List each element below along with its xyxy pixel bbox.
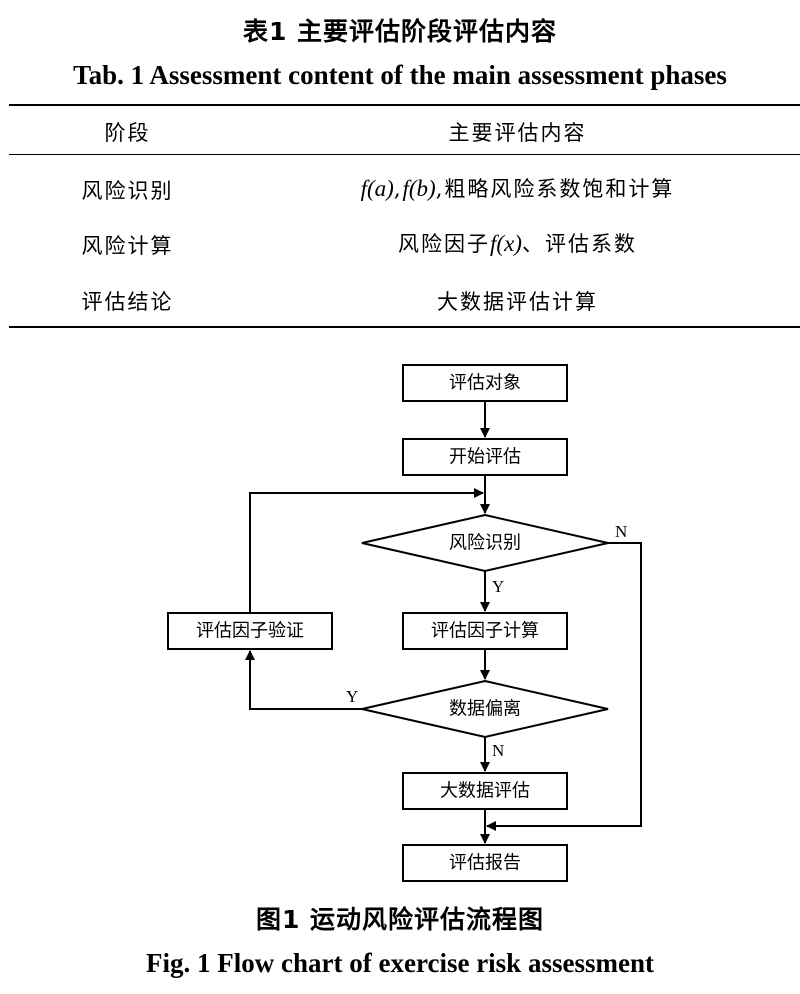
node-assessment-object: 评估对象 [402, 364, 568, 402]
node-label: 风险识别 [449, 533, 521, 554]
table-cell-content: 大数据评估计算 [437, 290, 598, 314]
content-text: 、评估系数 [521, 232, 637, 256]
math-fa: f(a) [360, 176, 394, 201]
table-header-phase: 阶段 [104, 121, 151, 145]
table-bottom-rule [9, 326, 800, 328]
table-header-content: 主要评估内容 [448, 121, 587, 145]
math-fb: f(b) [402, 176, 436, 201]
content-text: 风险因子 [398, 232, 491, 256]
edge-deviation-yes [245, 650, 362, 710]
math-fx: f(x) [490, 231, 522, 256]
node-assessment-report: 评估报告 [402, 844, 568, 882]
node-label: 开始评估 [449, 447, 521, 468]
node-factor-calculation: 评估因子计算 [402, 612, 568, 650]
table-cell-content: 风险因子f(x)、评估系数 [235, 228, 800, 258]
content-sep: , [393, 177, 403, 201]
content-text: ,粗略风险系数饱和计算 [435, 177, 675, 201]
node-data-deviation: 数据偏离 [361, 679, 609, 739]
node-bigdata-assessment: 大数据评估 [402, 772, 568, 810]
table-caption-cn: 表1 主要评估阶段评估内容 [242, 17, 558, 46]
table-cell-content: f(a),f(b),粗略风险系数饱和计算 [235, 173, 800, 203]
node-start-assessment: 开始评估 [402, 438, 568, 476]
table-cell-phase: 风险识别 [81, 179, 174, 203]
table-cell-phase: 评估结论 [81, 290, 174, 314]
label-risk-yes: Y [492, 577, 504, 596]
node-label: 数据偏离 [449, 699, 521, 720]
table-caption-en: Tab. 1 Assessment content of the main as… [73, 60, 727, 90]
label-deviation-yes: Y [346, 687, 358, 706]
node-risk-identification: 风险识别 [361, 513, 609, 573]
node-factor-verification: 评估因子验证 [167, 612, 333, 650]
figure-caption-en: Fig. 1 Flow chart of exercise risk asses… [146, 948, 654, 978]
edge-risk-no [486, 542, 642, 831]
figure-caption-cn: 图1 运动风险评估流程图 [255, 905, 545, 934]
label-deviation-no: N [492, 741, 504, 760]
node-label: 评估报告 [449, 853, 521, 874]
table-top-rule [9, 104, 800, 106]
table-cell-phase: 风险计算 [81, 234, 174, 258]
node-label: 评估对象 [449, 373, 521, 394]
label-risk-no: N [615, 522, 627, 541]
table-header-rule [9, 154, 800, 155]
node-label: 大数据评估 [440, 781, 530, 802]
edge-verify-loop [249, 488, 484, 613]
node-label: 评估因子验证 [196, 621, 304, 642]
node-label: 评估因子计算 [431, 621, 539, 642]
